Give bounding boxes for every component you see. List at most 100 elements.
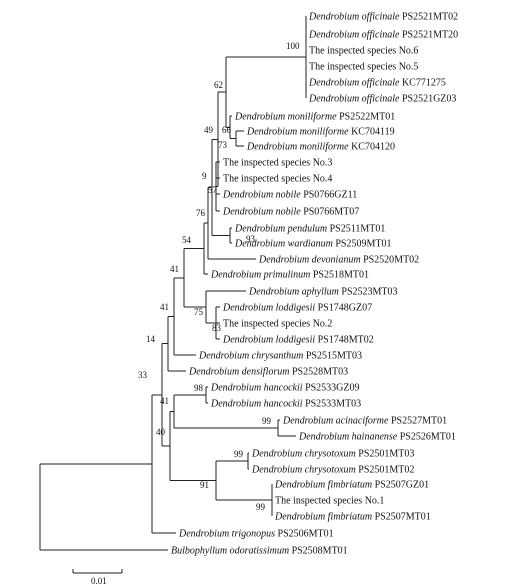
- taxon-label: Dendrobium hancockii PS2533GZ09: [210, 383, 360, 394]
- accession-code: PS2521GZ03: [402, 94, 456, 105]
- accession-code: PS2506MT01: [278, 529, 334, 540]
- species-name: Dendrobium wardianum: [234, 239, 335, 250]
- bootstrap-value: 83: [212, 323, 222, 333]
- species-name: Dendrobium aphyllum: [248, 287, 341, 298]
- accession-code: PS2527MT01: [391, 416, 447, 427]
- taxon-label: The inspected species No.2: [223, 319, 332, 330]
- scale-bar: 0.01: [72, 569, 123, 585]
- taxon-label: Dendrobium nobile PS0766GZ11: [222, 190, 357, 201]
- bootstrap-value: 41: [160, 396, 169, 406]
- species-name: Dendrobium officinale: [308, 94, 402, 105]
- accession-code: PS2521MT02: [402, 12, 458, 23]
- taxon-label: Dendrobium moniliforme KC704120: [246, 142, 395, 153]
- species-name: Dendrobium primulinum: [210, 270, 313, 281]
- taxon-label: Dendrobium primulinum PS2518MT01: [210, 270, 369, 281]
- taxon-label: Dendrobium loddigesii PS1748MT02: [222, 335, 374, 346]
- bootstrap-value: 9: [202, 171, 207, 181]
- accession-code: KC704119: [351, 127, 395, 138]
- taxon-label: The inspected species No.6: [309, 46, 418, 57]
- taxon-label: Dendrobium loddigesii PS1748GZ07: [222, 303, 372, 314]
- accession-code: PS2507MT01: [375, 512, 431, 523]
- species-name: Dendrobium fimbriatum: [274, 512, 375, 523]
- accession-code: PS2528MT03: [292, 367, 348, 378]
- taxon-label: The inspected species No.3: [223, 158, 332, 169]
- species-name: Dendrobium trigonopus: [178, 529, 278, 540]
- taxon-label: Dendrobium chrysotoxum PS2501MT02: [251, 465, 414, 476]
- taxon-labels: Dendrobium officinale PS2521MT02Dendrobi…: [171, 12, 458, 557]
- accession-code: PS2518MT01: [313, 270, 369, 281]
- bootstrap-value: 73: [218, 140, 228, 150]
- accession-code: PS2501MT03: [358, 449, 414, 460]
- bootstrap-value: 98: [194, 383, 204, 393]
- bootstrap-value: 76: [196, 208, 206, 218]
- accession-code: The inspected species No.3: [223, 158, 332, 169]
- species-name: Dendrobium chrysotoxum: [251, 465, 358, 476]
- accession-code: PS2507GZ01: [375, 480, 429, 491]
- species-name: Dendrobium acinaciforme: [282, 416, 391, 427]
- taxon-label: Dendrobium officinale PS2521MT20: [308, 30, 458, 41]
- accession-code: PS1748GZ07: [318, 303, 372, 314]
- species-name: Dendrobium fimbriatum: [274, 480, 375, 491]
- accession-code: KC771275: [402, 78, 446, 89]
- scale-bar-label: 0.01: [91, 576, 107, 585]
- taxon-label: Dendrobium fimbriatum PS2507MT01: [274, 512, 431, 523]
- accession-code: The inspected species No.2: [223, 319, 332, 330]
- species-name: Dendrobium officinale: [308, 78, 402, 89]
- bootstrap-value: 100: [286, 41, 300, 51]
- species-name: Dendrobium nobile: [222, 190, 303, 201]
- bootstrap-value: 99: [262, 416, 272, 426]
- accession-code: PS2520MT02: [363, 255, 419, 266]
- accession-code: PS2533MT03: [305, 399, 361, 410]
- bootstrap-value: 54: [182, 235, 192, 245]
- bootstrap-value: 91: [200, 480, 209, 490]
- bootstrap-value: 57: [208, 185, 218, 195]
- species-name: Dendrobium chrysotoxum: [251, 449, 358, 460]
- species-name: Dendrobium moniliforme: [234, 112, 339, 123]
- taxon-label: The inspected species No.5: [309, 62, 418, 73]
- species-name: Dendrobium moniliforme: [246, 142, 351, 153]
- accession-code: PS2515MT03: [306, 351, 362, 362]
- accession-code: PS2509MT01: [335, 239, 391, 250]
- accession-code: The inspected species No.5: [309, 62, 418, 73]
- taxon-label: Dendrobium nobile PS0766MT07: [222, 207, 359, 218]
- accession-code: KC704120: [351, 142, 395, 153]
- taxon-label: Dendrobium officinale KC771275: [308, 78, 446, 89]
- accession-code: The inspected species No.4: [223, 174, 332, 185]
- taxon-label: Dendrobium moniliforme PS2522MT01: [234, 112, 395, 123]
- accession-code: PS0766MT07: [303, 207, 359, 218]
- bootstrap-value: 66: [222, 125, 232, 135]
- bootstrap-value: 99: [256, 502, 266, 512]
- taxon-label: Dendrobium hancockii PS2533MT03: [210, 399, 361, 410]
- bootstrap-value: 49: [204, 125, 214, 135]
- taxon-label: Dendrobium densiflorum PS2528MT03: [188, 367, 348, 378]
- bootstrap-values: 1006673625749939765483754141149899419999…: [138, 41, 300, 512]
- taxon-label: The inspected species No.4: [223, 174, 332, 185]
- species-name: Dendrobium densiflorum: [188, 367, 292, 378]
- accession-code: PS2522MT01: [339, 112, 395, 123]
- bootstrap-value: 62: [214, 80, 223, 90]
- accession-code: PS2508MT01: [292, 546, 348, 557]
- taxon-label: Dendrobium wardianum PS2509MT01: [234, 239, 392, 250]
- species-name: Dendrobium chrysanthum: [198, 351, 306, 362]
- species-name: Dendrobium officinale: [308, 12, 402, 23]
- species-name: Dendrobium devonianum: [258, 255, 363, 266]
- taxon-label: Dendrobium acinaciforme PS2527MT01: [282, 416, 447, 427]
- accession-code: The inspected species No.1: [275, 496, 384, 507]
- accession-code: PS2511MT01: [330, 224, 386, 235]
- bootstrap-value: 93: [246, 234, 256, 244]
- taxon-label: Dendrobium chrysanthum PS2515MT03: [198, 351, 362, 362]
- species-name: Dendrobium hainanense: [298, 432, 400, 443]
- bootstrap-value: 75: [194, 307, 204, 317]
- taxon-label: Dendrobium devonianum PS2520MT02: [258, 255, 419, 266]
- taxon-label: Dendrobium moniliforme KC704119: [246, 127, 395, 138]
- accession-code: PS2523MT03: [341, 287, 397, 298]
- taxon-label: Dendrobium officinale PS2521MT02: [308, 12, 458, 23]
- species-name: Dendrobium pendulum: [234, 224, 330, 235]
- species-name: Dendrobium hancockii: [210, 383, 305, 394]
- bootstrap-value: 41: [160, 302, 169, 312]
- taxon-label: Dendrobium hainanense PS2526MT01: [298, 432, 456, 443]
- accession-code: PS2501MT02: [358, 465, 414, 476]
- bootstrap-value: 14: [146, 334, 156, 344]
- bootstrap-value: 41: [170, 264, 179, 274]
